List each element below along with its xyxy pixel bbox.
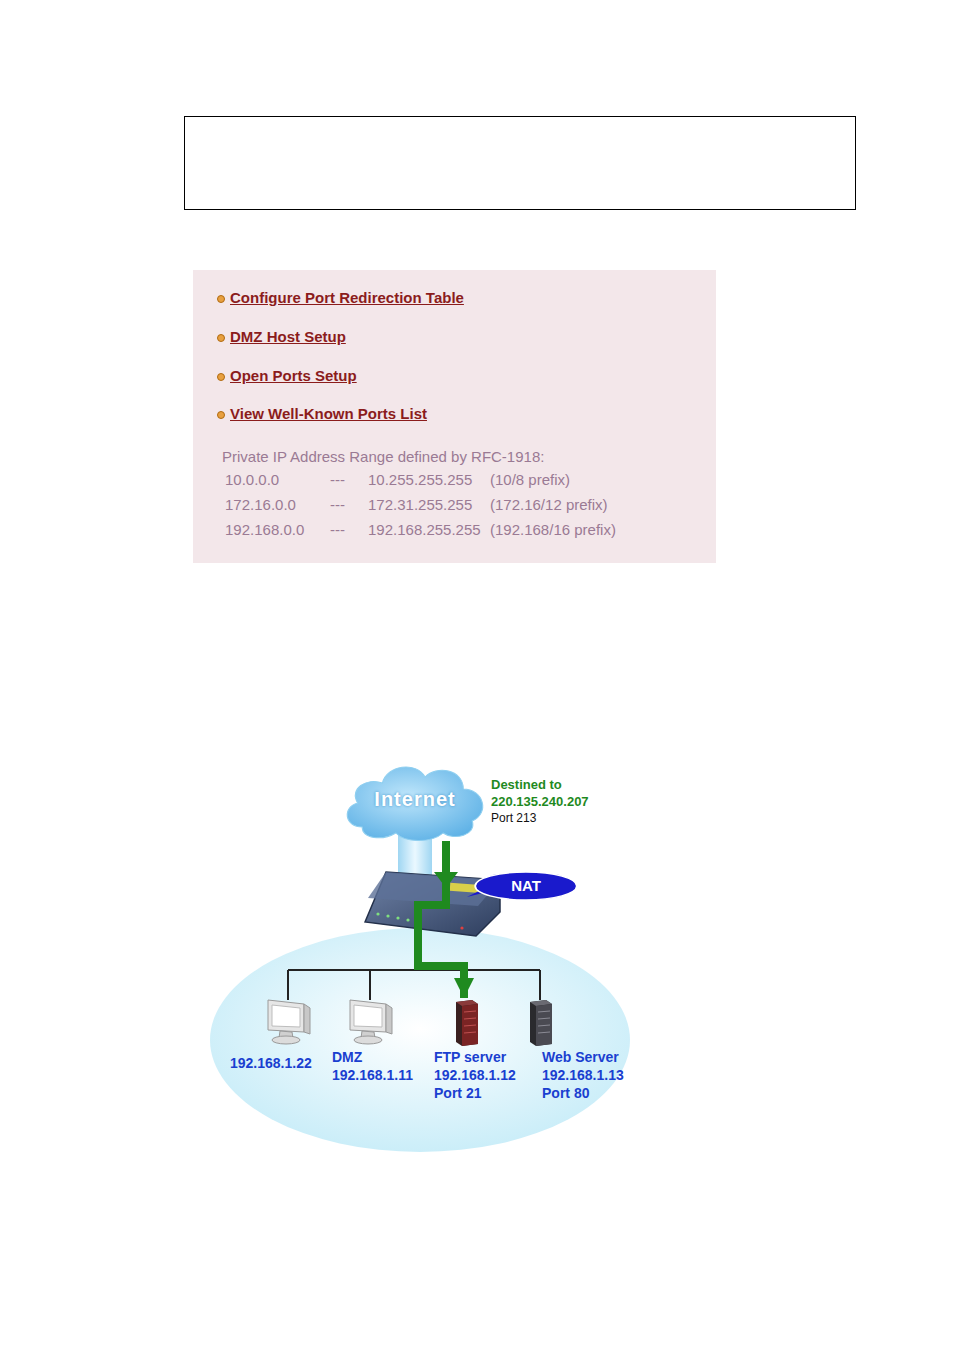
table-cell: 172.31.255.255 bbox=[368, 496, 472, 514]
host-label: FTP server 192.168.1.12 Port 21 bbox=[434, 1048, 538, 1102]
empty-note-box bbox=[185, 117, 856, 210]
web-server: Web Server 192.168.1.13 Port 80 bbox=[522, 998, 646, 1102]
menu-panel bbox=[193, 270, 716, 563]
menu-link: DMZ Host Setup bbox=[230, 328, 346, 346]
destination-note: Destined to bbox=[491, 777, 562, 792]
server-icon bbox=[452, 998, 482, 1046]
table-cell: 10.255.255.255 bbox=[368, 471, 472, 489]
menu-link: View Well-Known Ports List bbox=[230, 405, 427, 423]
host-label: 192.168.1.22 bbox=[230, 1054, 334, 1072]
host-label: DMZ 192.168.1.11 bbox=[332, 1048, 436, 1084]
dmz-host: DMZ 192.168.1.11 bbox=[330, 998, 438, 1084]
table-cell: (10/8 prefix) bbox=[490, 471, 570, 489]
internet-cloud: Internet bbox=[342, 757, 488, 841]
computer-icon bbox=[262, 998, 314, 1046]
table-cell: 192.168.0.0 bbox=[225, 521, 304, 539]
menu-link: Configure Port Redirection Table bbox=[230, 289, 464, 307]
destination-port: Port 213 bbox=[491, 811, 536, 825]
table-cell: 172.16.0.0 bbox=[225, 496, 296, 514]
destination-address: 220.135.240.207 bbox=[491, 794, 589, 809]
nat-callout: NAT bbox=[474, 871, 578, 901]
table-cell: 10.0.0.0 bbox=[225, 471, 279, 489]
bullet-dots bbox=[218, 296, 225, 419]
flow-arrow bbox=[418, 841, 464, 998]
table-cell: (172.16/12 prefix) bbox=[490, 496, 608, 514]
table-cell: --- bbox=[330, 471, 345, 489]
table-cell: (192.168/16 prefix) bbox=[490, 521, 616, 539]
table-cell: --- bbox=[330, 496, 345, 514]
ftp-server: FTP server 192.168.1.12 Port 21 bbox=[432, 998, 540, 1102]
menu-link: Open Ports Setup bbox=[230, 367, 357, 385]
callout-label: NAT bbox=[474, 877, 578, 895]
server-icon bbox=[526, 998, 556, 1046]
table-cell: --- bbox=[330, 521, 345, 539]
table-cell: 192.168.255.255 bbox=[368, 521, 481, 539]
host-pc: 192.168.1.22 bbox=[226, 998, 338, 1072]
cloud-label: Internet bbox=[342, 787, 488, 811]
computer-icon bbox=[344, 998, 396, 1046]
host-label: Web Server 192.168.1.13 Port 80 bbox=[542, 1048, 646, 1102]
range-heading: Private IP Address Range defined by RFC-… bbox=[222, 448, 544, 466]
